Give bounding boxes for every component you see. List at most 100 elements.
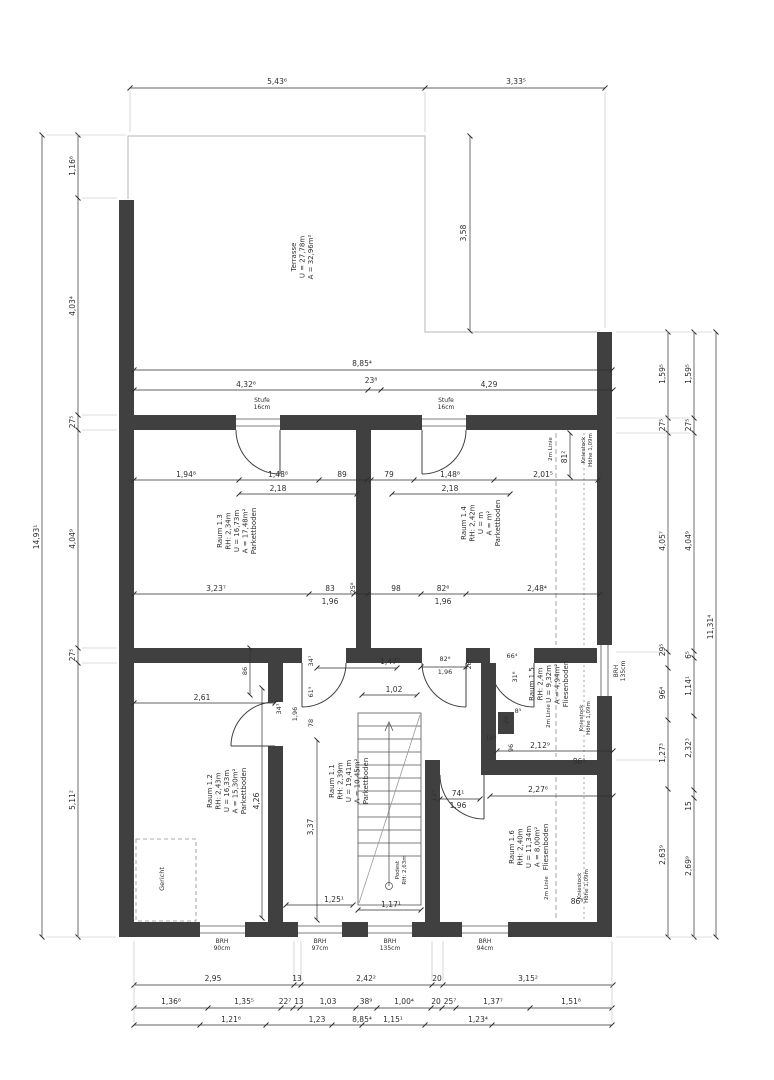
walls-layer bbox=[119, 200, 612, 937]
room-label-line: A = 10,45m² bbox=[354, 758, 362, 803]
stufe-label: 16cm bbox=[254, 404, 271, 411]
dim-label: 1,35⁵ bbox=[234, 997, 254, 1006]
dim-label: 1,47⁷ bbox=[380, 657, 400, 666]
room-label-line: Parkettboden bbox=[362, 758, 370, 805]
dim-label: 1,48⁸ bbox=[440, 470, 460, 479]
room-label-line: U = 9,32m bbox=[545, 665, 553, 703]
dim-label: 86⁸ bbox=[573, 757, 586, 766]
room-label-line: U = 27,78m bbox=[299, 236, 307, 278]
dim-label: 27⁵ bbox=[68, 649, 77, 662]
kniestock-label: Höhe 1,09m bbox=[588, 433, 594, 467]
room-label-line: U = 11,34m bbox=[525, 826, 533, 868]
zwei-m-linie-label: 2m Linie bbox=[546, 704, 552, 728]
room-label-line: A = m² bbox=[486, 510, 494, 535]
dim-label: 89 bbox=[337, 470, 347, 479]
dimension-lines bbox=[39, 85, 719, 1028]
dim-label: 15 bbox=[684, 801, 693, 811]
door-arc bbox=[235, 429, 281, 475]
dim-label: 1,15¹ bbox=[383, 1015, 403, 1024]
door-arc bbox=[439, 774, 485, 820]
dim-label: 1,96 bbox=[291, 707, 299, 721]
dim-label: 3,37 bbox=[306, 818, 315, 835]
dim-label: 74¹ bbox=[452, 789, 465, 798]
dim-label: 2,18 bbox=[442, 484, 459, 493]
room-label-line: Raum 1.6 bbox=[508, 830, 516, 864]
room-label-line: Fliesenboden bbox=[562, 661, 570, 708]
dim-label: 25⁷ bbox=[444, 997, 457, 1006]
dim-label: 27⁵ bbox=[68, 416, 77, 429]
windows-layer bbox=[200, 418, 609, 934]
room-label-line: Parkettboden bbox=[240, 768, 248, 815]
dim-label: 86 bbox=[241, 667, 249, 675]
dim-label: 61⁵ bbox=[307, 686, 315, 697]
dim-label: 1,96 bbox=[322, 597, 339, 606]
dim-label: 1,23⁴ bbox=[468, 1015, 488, 1024]
stair-start-circle bbox=[385, 882, 393, 890]
dim-label: 5,43⁶ bbox=[267, 77, 287, 86]
dim-label: 5,11² bbox=[68, 790, 77, 810]
brh-label: 135cm bbox=[620, 661, 627, 682]
dim-label: 1,00⁴ bbox=[394, 997, 414, 1006]
dim-label: 2,95 bbox=[205, 974, 222, 983]
dim-label: 82⁶ bbox=[440, 655, 451, 663]
kniestock-label: Höhe 1,09m bbox=[586, 701, 592, 735]
dim-label: 96⁴ bbox=[658, 687, 667, 700]
dim-label: 8,85⁴ bbox=[352, 1015, 372, 1024]
dim-label: 1,17¹ bbox=[381, 900, 401, 909]
dim-label: 1,59⁵ bbox=[684, 364, 693, 384]
brh-label: BRH bbox=[479, 938, 492, 945]
dim-label: 83 bbox=[325, 584, 335, 593]
dim-label: 2,42² bbox=[356, 974, 376, 983]
brh-label: 135cm bbox=[380, 945, 401, 952]
room-label-line: Raum 1.5 bbox=[528, 667, 536, 701]
brh-label: 94cm bbox=[477, 945, 494, 952]
dim-label: 1,48⁸ bbox=[268, 470, 288, 479]
dim-label: 1,96 bbox=[435, 597, 452, 606]
dim-label: 2,61 bbox=[194, 693, 211, 702]
stairs bbox=[357, 712, 422, 906]
dim-label: 4,04⁹ bbox=[684, 531, 693, 551]
room-label-line: U = 19,41m bbox=[345, 760, 353, 802]
dim-label: 2,63⁹ bbox=[658, 845, 667, 865]
dim-label: 27⁵ bbox=[658, 419, 667, 432]
gericht-label: Gericht bbox=[158, 867, 166, 891]
podest-label: RH: 2,63m bbox=[402, 855, 408, 884]
brh-label: 90cm bbox=[214, 945, 231, 952]
stufe-label: 16cm bbox=[438, 404, 455, 411]
dim-label: 29⁵ bbox=[658, 644, 667, 657]
dim-label: 96 bbox=[507, 744, 515, 752]
dim-label: 2,18 bbox=[270, 484, 287, 493]
dim-label: 1,02 bbox=[386, 685, 403, 694]
room-label-line: Parkettboden bbox=[250, 508, 258, 555]
dim-label: 4,04⁹ bbox=[68, 529, 77, 549]
door-arc bbox=[230, 701, 276, 747]
brh-label: BRH bbox=[314, 938, 327, 945]
extension-lines bbox=[46, 92, 712, 1022]
door-arc bbox=[301, 662, 347, 708]
room-label-line: Raum 1.3 bbox=[216, 514, 224, 548]
dim-label: 1,94⁸ bbox=[176, 470, 196, 479]
brh-label: BRH bbox=[613, 665, 620, 678]
room-label-line: U = 16,73m bbox=[233, 510, 241, 552]
room-label-line: RH: 2,39m bbox=[337, 762, 345, 799]
room-label-line: Raum 1.2 bbox=[206, 774, 214, 808]
room-label-line: RH: 2,42m bbox=[469, 504, 477, 541]
dim-label: 86⁸ bbox=[571, 897, 584, 906]
dim-label: 1,59⁵ bbox=[658, 364, 667, 384]
terrace-outline bbox=[127, 135, 597, 333]
dim-label: 82⁶ bbox=[437, 584, 450, 593]
kniestock-label: Höhe 1,09m bbox=[584, 869, 590, 903]
dim-label: 31⁶ bbox=[511, 671, 519, 682]
dim-label: 2,27⁶ bbox=[528, 785, 548, 794]
dim-label: 28 bbox=[502, 716, 510, 724]
dashed-lines bbox=[135, 433, 585, 922]
dim-label: 98 bbox=[391, 584, 401, 593]
dim-label: 4,26 bbox=[252, 792, 261, 809]
room-label-line: RH: 2,43m bbox=[215, 772, 223, 809]
dim-label: 2,12⁹ bbox=[530, 741, 550, 750]
